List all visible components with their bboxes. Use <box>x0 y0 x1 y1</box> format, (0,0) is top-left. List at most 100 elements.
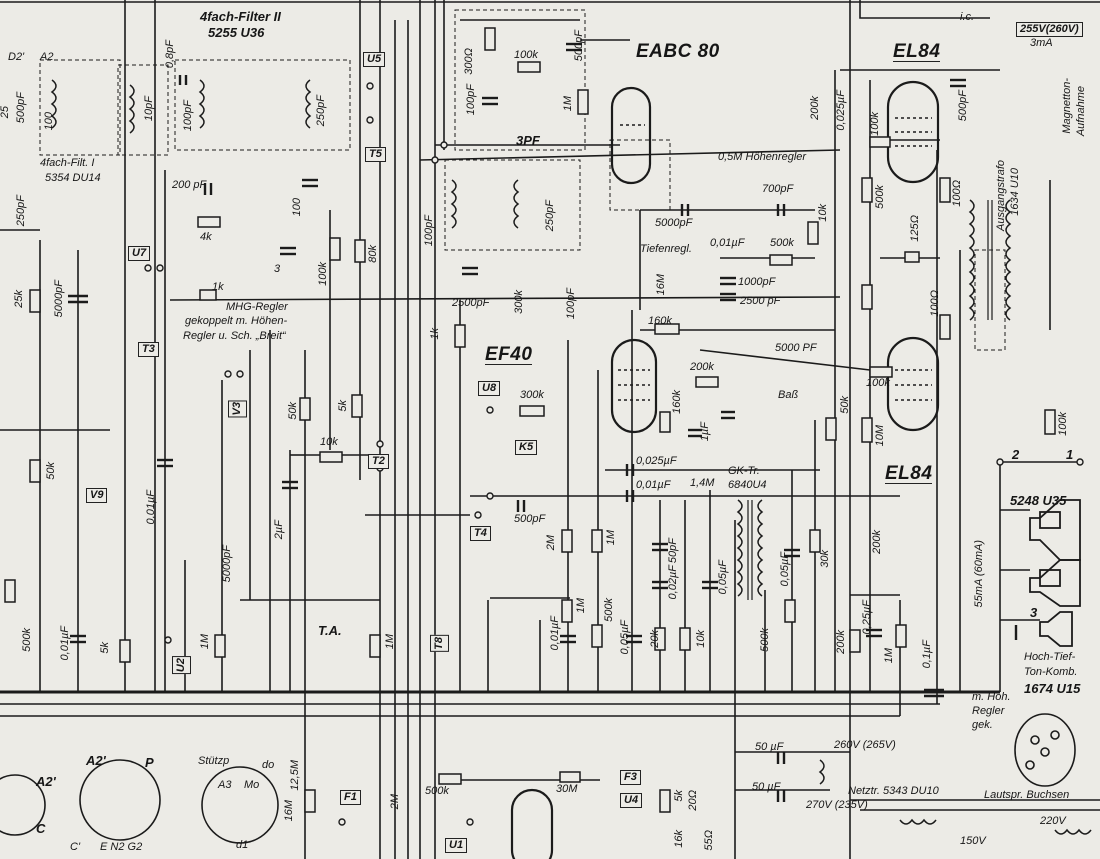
cap-2500pf-a: 2500 pF <box>740 295 781 307</box>
cap-10pf: 10pF <box>143 96 155 122</box>
res-500k-d: 500k <box>759 628 771 652</box>
cap-500pf-c: 500pF <box>514 513 546 525</box>
res-5k-b: 5k <box>99 642 111 654</box>
tube-label-ef40: EF40 <box>485 344 533 365</box>
res-1m-a: 1M <box>562 96 574 112</box>
terminal-3: 3 <box>1030 605 1038 620</box>
cap-2uf: 2µF <box>273 520 285 540</box>
filter-2-title: 4fach-Filter II <box>200 9 281 24</box>
control-mhg-line3: Regler u. Sch. „Breit“ <box>183 330 286 342</box>
cap-3: 3 <box>274 263 281 275</box>
res-200k-b: 200k <box>690 361 714 373</box>
cap-50pf: 50pF <box>667 538 679 564</box>
pin-p: P <box>145 755 154 770</box>
switch-v3: V3 <box>228 400 247 418</box>
filter-2-part: 5255 U36 <box>208 25 265 40</box>
res-200k-a: 200k <box>809 96 821 120</box>
res-50k-c: 50k <box>287 402 299 420</box>
voltage-255v: 255V(260V) <box>1016 22 1083 37</box>
res-30k: 30k <box>819 550 831 568</box>
speaker-5248: 5248 U35 <box>1010 493 1067 508</box>
res-1m-e: 1M <box>199 634 211 650</box>
cap-0-01uf-b: 0,01µF <box>145 490 157 525</box>
res-500k-f: 500k <box>425 785 449 797</box>
res-500k-a: 500k <box>770 237 794 249</box>
res-10k-c: 10k <box>695 630 707 648</box>
res-20-ohm: 20Ω <box>687 790 699 811</box>
switch-u7: U7 <box>128 246 151 261</box>
speaker-current: 55mA (60mA) <box>973 540 985 608</box>
res-160k: 160k <box>648 315 672 327</box>
pot-1-4m: 1,4M <box>690 477 715 489</box>
tube-label-el84-output-2: EL84 <box>885 463 933 484</box>
pin-a2-prime-2: A2' <box>36 774 56 789</box>
cap-100-a: 100 <box>291 198 303 217</box>
res-1m-c: 1M <box>575 598 587 614</box>
switch-v9: V9 <box>86 488 108 503</box>
switch-t8: T8 <box>430 635 449 652</box>
res-1k-b: 1k <box>429 328 441 340</box>
res-2m-b: 2M <box>389 794 401 810</box>
pin-e-n2-g2: E N2 G2 <box>100 841 143 853</box>
speaker-hochtief-line2: Ton-Komb. <box>1024 666 1078 678</box>
res-200k-d: 200k <box>835 630 847 654</box>
cap-2500pf-b: 2500pF <box>452 297 490 309</box>
res-50k-b: 50k <box>45 462 57 480</box>
voltage-260v: 260V (265V) <box>834 739 896 751</box>
res-4k: 4k <box>200 231 212 243</box>
cap-0-02uf: 0,02µF <box>667 565 679 600</box>
switch-t5: T5 <box>365 147 386 162</box>
res-16m-b: 16M <box>283 800 295 822</box>
res-100k-e: 100k <box>317 262 329 286</box>
cap-700pf: 700pF <box>762 183 794 195</box>
pin-a2: A2 <box>40 51 54 63</box>
res-16m: 16M <box>655 274 667 296</box>
voltage-270v: 270V (235V) <box>806 799 868 811</box>
res-50k-a: 50k <box>839 396 851 414</box>
output-transformer-line2: 1634 U10 <box>1009 168 1021 216</box>
res-500k-e: 500k <box>21 628 33 652</box>
res-30m: 30M <box>556 783 578 795</box>
cap-0-8pf: 0,8pF <box>164 40 176 69</box>
control-mhg-line2: gekoppelt m. Höhen- <box>185 315 288 327</box>
cap-1000pf: 1000pF <box>738 276 776 288</box>
res-12-5m: 12,5M <box>289 760 301 791</box>
speaker-note-line3: gek. <box>972 719 993 731</box>
cap-1uf: 1µF <box>699 422 711 442</box>
res-160-a: 160k <box>671 390 683 414</box>
res-25k: 25k <box>13 290 25 308</box>
filter-1-title: 4fach-Filt. I <box>40 157 95 169</box>
cap-50uf-a: 50 µF <box>755 741 784 753</box>
mains-transformer: Netztr. 5343 DU10 <box>848 785 939 797</box>
cap-100pf-b: 100pF <box>565 288 577 320</box>
pin-d1: d1 <box>236 839 249 851</box>
cap-250pf-c: 250pF <box>544 200 556 232</box>
switch-u8: U8 <box>478 381 501 396</box>
cap-0-1uf: 0,1µF <box>921 640 933 669</box>
switch-k5: K5 <box>515 440 538 455</box>
res-300k-b: 300k <box>520 389 544 401</box>
cap-100pf-d: 100pF <box>423 215 435 247</box>
cap-250pf-b: 250pF <box>15 195 27 227</box>
terminal-1: 1 <box>1066 447 1074 462</box>
res-5k-a: 5k <box>337 400 349 412</box>
cap-250pf-a: 250pF <box>315 95 327 127</box>
magnetton-line2: Aufnahme <box>1075 86 1087 137</box>
res-500k-b: 500k <box>874 185 886 209</box>
voltage-220v: 220V <box>1040 815 1066 827</box>
cap-100-b: 100 <box>43 112 55 131</box>
cap-0-01uf-c: 0,01µF <box>636 479 671 491</box>
cap-0-01uf-a: 0,01µF <box>710 237 745 249</box>
switch-t2: T2 <box>368 454 389 469</box>
label-tonabnehmer: T.A. <box>318 623 342 638</box>
control-hoehenregler: 0,5M Höhenregler <box>718 151 807 163</box>
cap-0-05uf-a: 0,05µF <box>717 560 729 595</box>
speaker-note-line1: m. Hoh. <box>972 691 1011 703</box>
cap-0-025uf: 0,025µF <box>835 90 847 131</box>
magnetton-line1: Magnetton- <box>1061 78 1073 134</box>
switch-u2: U2 <box>172 656 191 675</box>
res-300-ohm: 300Ω <box>463 48 475 75</box>
res-100k-c: 100k <box>866 377 890 389</box>
cap-0-01uf-e: 0,01µF <box>549 616 561 651</box>
